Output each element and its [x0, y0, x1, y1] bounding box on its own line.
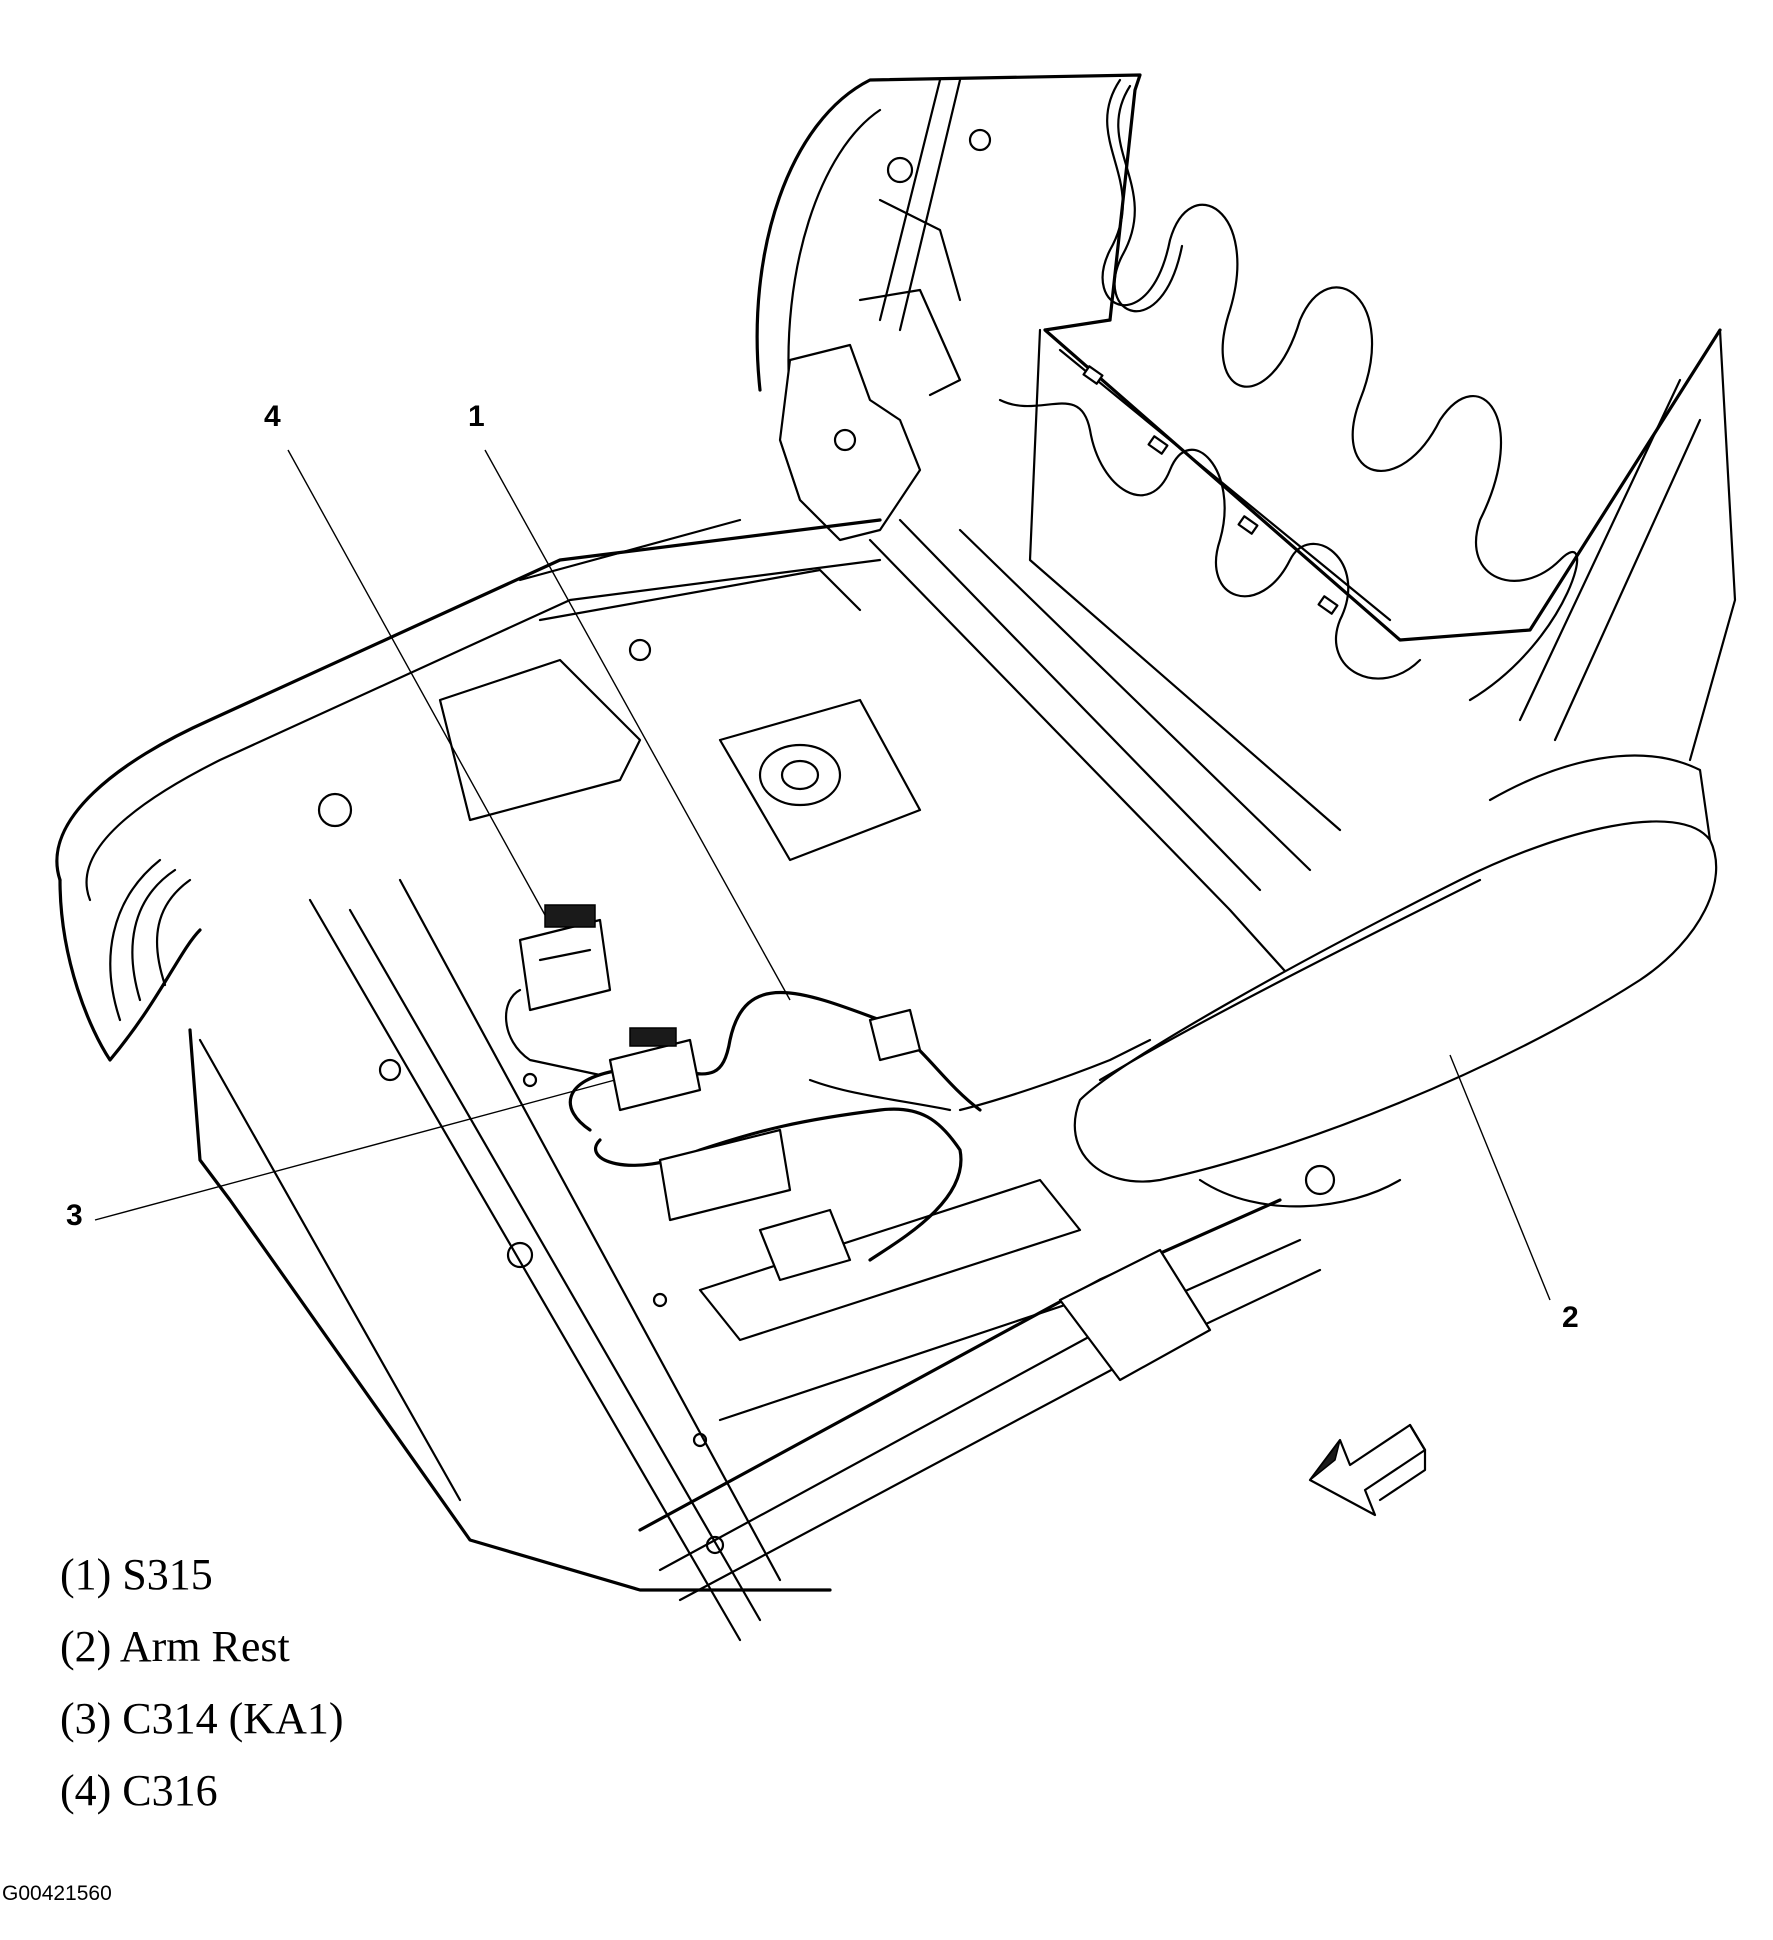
leader-line-3: [94, 1079, 616, 1221]
right-seat-track: [638, 1164, 1336, 1602]
callout-label-3: 3: [66, 1199, 83, 1232]
legend: (1) S315 (2) Arm Rest (3) C314 (KA1) (4)…: [60, 1545, 344, 1833]
left-seat-track: [55, 518, 882, 1062]
figure-id: G00421560: [2, 1882, 112, 1905]
seat-back-spring: [998, 78, 1579, 702]
leader-line-1: [484, 449, 791, 1001]
legend-item-s315: (1) S315: [60, 1550, 213, 1599]
recliner-bracket: [778, 78, 992, 542]
callout-label-2: 2: [1562, 1301, 1579, 1334]
connector-c314: [608, 1027, 852, 1282]
leader-line-2: [1449, 1054, 1551, 1301]
front-direction-arrow-icon: [1308, 1423, 1427, 1517]
seat-pan-frame: [188, 518, 1322, 1642]
legend-item-arm-rest: (2) Arm Rest: [60, 1622, 290, 1671]
leader-lines: [94, 449, 1551, 1301]
legend-item-c316: (4) C316: [60, 1766, 218, 1815]
arm-rest: [1073, 754, 1718, 1208]
splice-s315: [868, 1008, 922, 1062]
callout-label-4: 4: [264, 400, 281, 433]
callout-label-1: 1: [468, 400, 485, 433]
leader-line-4: [287, 449, 546, 916]
legend-item-c314: (3) C314 (KA1): [60, 1694, 344, 1743]
connector-c316: [518, 904, 612, 1012]
